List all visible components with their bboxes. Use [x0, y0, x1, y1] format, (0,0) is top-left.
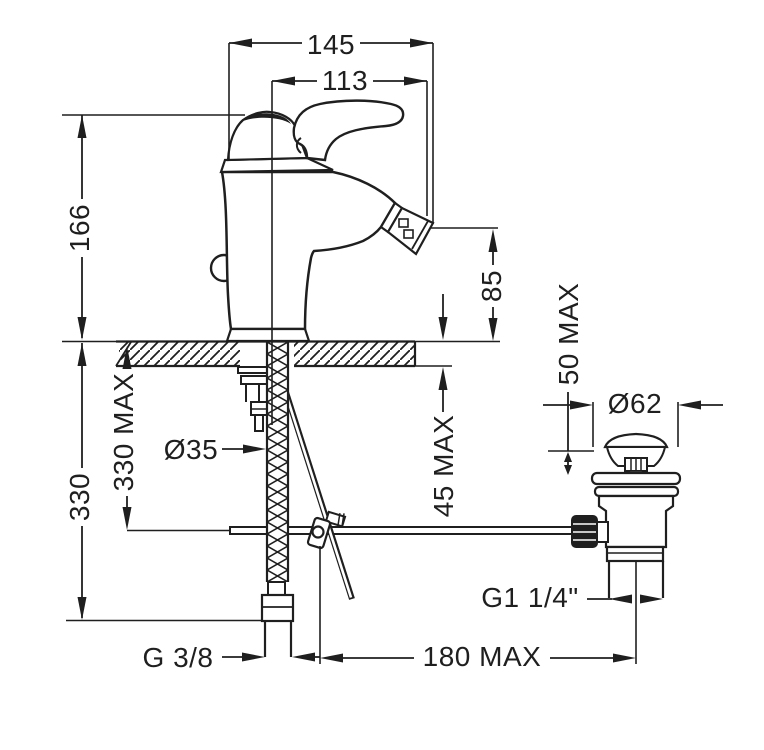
dim-label-g1-1-4: G1 1/4": [481, 582, 579, 613]
cap-top-insert: [241, 113, 291, 124]
dim-label-dia35: Ø35: [163, 434, 219, 465]
dim-label-180-max: 180 MAX: [422, 641, 542, 672]
countertop-deck: [115, 340, 417, 368]
supply-hose: [260, 342, 295, 657]
dim-label-145: 145: [306, 29, 356, 60]
faucet: [209, 99, 435, 343]
waste-plug-skirt: [605, 446, 667, 467]
faucet-body: [220, 170, 397, 331]
dim-label-dia62: Ø62: [607, 388, 663, 419]
dim-label-330-max: 330 MAX: [108, 372, 139, 492]
dim-label-45-max: 45 MAX: [428, 414, 459, 518]
base-flange: [225, 327, 311, 343]
clamp-screw: [311, 525, 325, 539]
dim-label-330: 330: [64, 472, 95, 522]
extension-lines: [62, 43, 679, 664]
dim-label-85: 85: [476, 269, 507, 303]
waste-plug-dome: [603, 432, 669, 449]
waste-flange: [590, 471, 682, 486]
lever-handle: [292, 99, 405, 162]
pop-up-linkage: [127, 385, 575, 600]
dim-label-50-max: 50 MAX: [553, 282, 584, 386]
dimension-lines: [77, 38, 723, 663]
dim-label-113: 113: [321, 65, 369, 96]
dim-label-g3-8: G 3/8: [142, 642, 214, 673]
dim-label-166: 166: [64, 203, 95, 253]
waste-body: [597, 494, 675, 549]
pop-up-waste: [571, 432, 682, 598]
rod-clamp: [306, 510, 347, 550]
